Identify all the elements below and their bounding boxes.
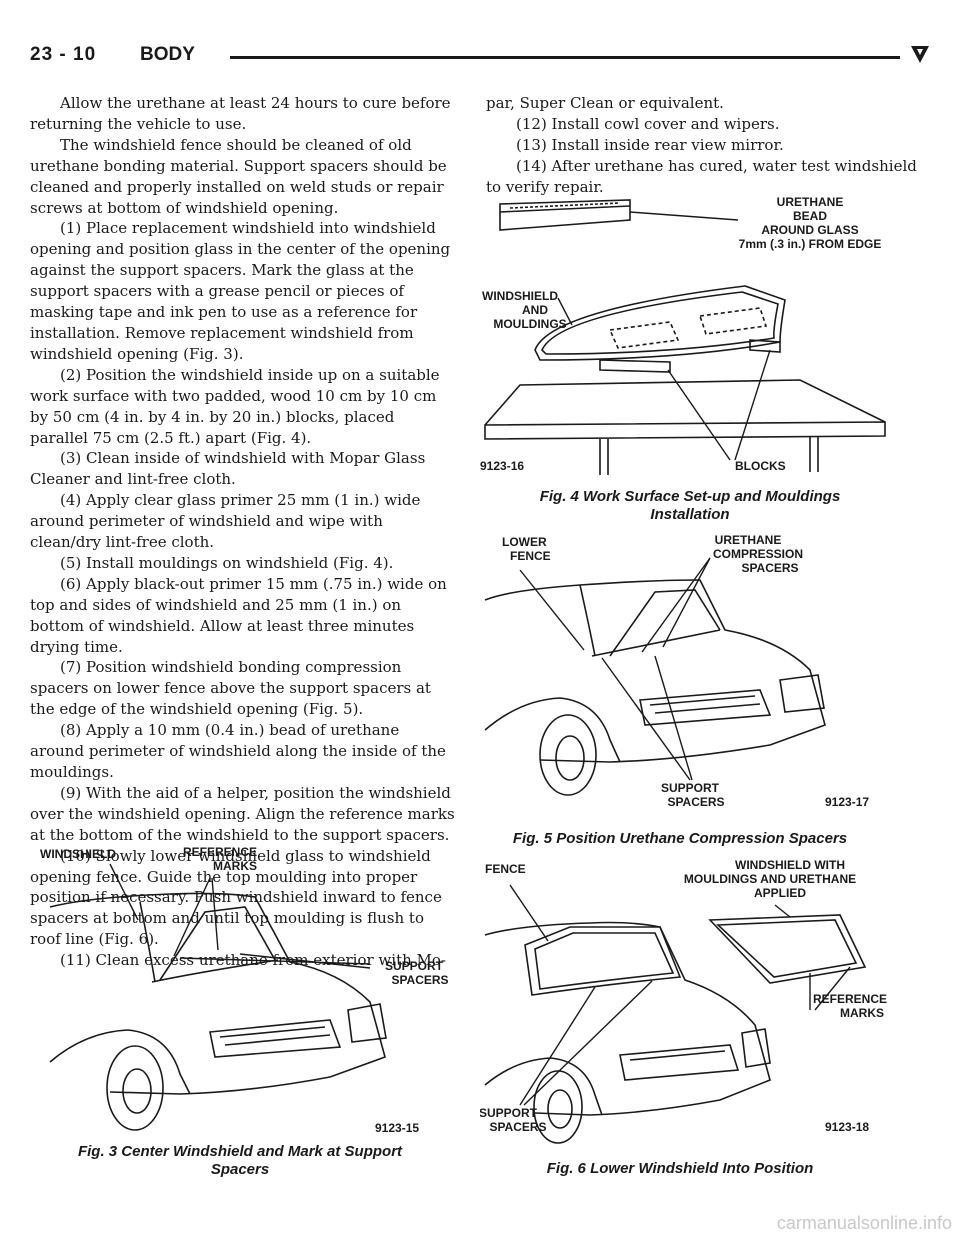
step-10: (10) Slowly lower windshield glass to wi… xyxy=(30,846,442,949)
fig6-code: 9123-18 xyxy=(825,1120,869,1134)
svg-text:URETHANE: URETHANE xyxy=(777,195,844,209)
fig3-label-support: SUPPORT xyxy=(385,959,444,973)
page-number: 23 - 10 xyxy=(30,44,97,65)
fig5-caption: Fig. 5 Position Urethane Compression Spa… xyxy=(512,830,848,847)
svg-text:MOULDINGS AND URETHANE: MOULDINGS AND URETHANE xyxy=(684,872,856,886)
fig6-label-windshield-with: WINDSHIELD WITH xyxy=(735,858,845,872)
svg-text:SPACERS: SPACERS xyxy=(489,1120,546,1134)
svg-text:AND: AND xyxy=(522,303,548,317)
page-header: 23 - 10 BODY xyxy=(30,40,930,76)
car-reference-marks-illustration: WINDSHIELD REFERENCE MARKS SUPPORT SPACE… xyxy=(40,845,449,1135)
figure-3: WINDSHIELD REFERENCE MARKS SUPPORT SPACE… xyxy=(40,842,460,1137)
fig5-label-lower: LOWER xyxy=(502,535,547,549)
svg-text:SUPPORT: SUPPORT xyxy=(661,781,720,795)
fig6-label-marks: MARKS xyxy=(840,1006,884,1020)
fig6-label-reference: REFERENCE xyxy=(813,992,887,1006)
step-8: (8) Apply a 10 mm (0.4 in.) bead of uret… xyxy=(30,721,446,781)
step-9: (9) With the aid of a helper, position t… xyxy=(30,783,455,844)
left-text-column: Allow the urethane at least 24 hours to … xyxy=(30,93,457,971)
fig5-label-fence: FENCE xyxy=(510,549,551,563)
fig3-caption: Fig. 3 Center Windshield and Mark at Sup… xyxy=(77,1143,403,1178)
paragraph: Allow the urethane at least 24 hours to … xyxy=(30,94,451,133)
step-2: (2) Position the windshield inside up on… xyxy=(30,365,440,447)
watermark: carmanualsonline.info xyxy=(776,1213,952,1233)
svg-text:APPLIED: APPLIED xyxy=(754,886,806,900)
svg-text:SPACERS: SPACERS xyxy=(391,973,448,987)
svg-text:BEAD: BEAD xyxy=(793,209,827,223)
fig4-label-bead: BEAD xyxy=(793,209,827,223)
fig6-label-fence: FENCE xyxy=(485,862,526,876)
step-12: (12) Install cowl cover and wipers. xyxy=(516,114,780,133)
fig4-caption: Fig. 4 Work Surface Set-up and Mouldings… xyxy=(539,488,841,523)
step-1: (1) Place replacement windshield into wi… xyxy=(30,219,451,363)
chrysler-pentastar-icon xyxy=(911,46,929,63)
fig3-label-reference: REFERENCE xyxy=(183,845,257,859)
fig6-label-applied: APPLIED xyxy=(754,886,806,900)
svg-text:MOULDINGS: MOULDINGS xyxy=(493,317,566,331)
section-title: BODY xyxy=(140,44,195,65)
figure-4: URETHANE BEAD AROUND GLASS 7mm (.3 in.) … xyxy=(480,190,900,480)
fig5-label-urethane: URETHANE xyxy=(715,533,782,547)
fig6-label-spacers: SPACERS xyxy=(489,1120,546,1134)
fig4-code: 9123-16 xyxy=(480,459,524,473)
svg-text:LOWER: LOWER xyxy=(502,535,547,549)
fig4-label-and: AND xyxy=(522,303,548,317)
svg-text:COMPRESSION: COMPRESSION xyxy=(713,547,803,561)
fig5-label-compression: COMPRESSION xyxy=(713,547,803,561)
fig3-code: 9123-15 xyxy=(375,1121,419,1135)
fig4-label-around-glass: AROUND GLASS xyxy=(761,223,858,237)
fig6-label-mouldings-and-urethane: MOULDINGS AND URETHANE xyxy=(684,872,856,886)
right-text-column: par, Super Clean or equivalent. (12) Ins… xyxy=(486,93,926,198)
work-surface-illustration: URETHANE BEAD AROUND GLASS 7mm (.3 in.) … xyxy=(480,195,886,475)
fig6-caption: Fig. 6 Lower Windshield Into Position xyxy=(546,1160,814,1177)
svg-text:REFERENCE: REFERENCE xyxy=(183,845,257,859)
svg-text:7mm (.3 in.) FROM EDGE: 7mm (.3 in.) FROM EDGE xyxy=(739,237,882,251)
fig4-label-windshield: WINDSHIELD xyxy=(482,289,558,303)
svg-text:FENCE: FENCE xyxy=(510,549,551,563)
step-13: (13) Install inside rear view mirror. xyxy=(516,135,784,154)
step-3: (3) Clean inside of windshield with Mopa… xyxy=(30,449,426,489)
svg-text:WINDSHIELD WITH: WINDSHIELD WITH xyxy=(735,858,845,872)
car-lower-windshield-illustration: FENCE WINDSHIELD WITH MOULDINGS AND URET… xyxy=(480,858,887,1144)
fig5-code: 9123-17 xyxy=(825,795,869,809)
figure-5: LOWER FENCE URETHANE COMPRESSION SPACERS… xyxy=(480,530,900,815)
fig4-label-urethane: URETHANE xyxy=(777,195,844,209)
fig3-label-spacers: SPACERS xyxy=(391,973,448,987)
car-compression-spacers-illustration: LOWER FENCE URETHANE COMPRESSION SPACERS… xyxy=(484,533,869,809)
header-rule xyxy=(230,56,900,59)
step-14: (14) After urethane has cured, water tes… xyxy=(486,156,917,196)
fig6-label-support: SUPPORT xyxy=(480,1106,538,1120)
fig5-label-support-spacers: SPACERS xyxy=(667,795,724,809)
fig4-label-mouldings: MOULDINGS xyxy=(493,317,566,331)
step-7: (7) Position windshield bonding compress… xyxy=(30,658,431,719)
svg-text:URETHANE: URETHANE xyxy=(715,533,782,547)
fig4-label-7mm: 7mm (.3 in.) FROM EDGE xyxy=(739,237,882,251)
fig3-label-marks: MARKS xyxy=(213,859,257,873)
svg-text:MARKS: MARKS xyxy=(213,859,257,873)
step-5: (5) Install mouldings on windshield (Fig… xyxy=(60,553,394,572)
svg-text:SUPPORT: SUPPORT xyxy=(385,959,444,973)
fig5-label-support: SUPPORT xyxy=(661,781,720,795)
svg-text:SPACERS: SPACERS xyxy=(741,561,798,575)
svg-text:SUPPORT: SUPPORT xyxy=(480,1106,538,1120)
step-4: (4) Apply clear glass primer 25 mm (1 in… xyxy=(30,491,421,552)
paragraph: par, Super Clean or equivalent. xyxy=(486,94,724,112)
fig3-label-windshield: WINDSHIELD xyxy=(40,847,116,861)
step-6: (6) Apply black-out primer 15 mm (.75 in… xyxy=(30,574,447,656)
svg-text:REFERENCE: REFERENCE xyxy=(813,992,887,1006)
fig5-label-spacers: SPACERS xyxy=(741,561,798,575)
svg-text:WINDSHIELD: WINDSHIELD xyxy=(482,289,558,303)
svg-text:AROUND GLASS: AROUND GLASS xyxy=(761,223,858,237)
svg-text:SPACERS: SPACERS xyxy=(667,795,724,809)
svg-text:MARKS: MARKS xyxy=(840,1006,884,1020)
paragraph: The windshield fence should be cleaned o… xyxy=(30,135,447,217)
figure-6: FENCE WINDSHIELD WITH MOULDINGS AND URET… xyxy=(480,855,900,1150)
fig4-label-blocks: BLOCKS xyxy=(735,459,786,473)
